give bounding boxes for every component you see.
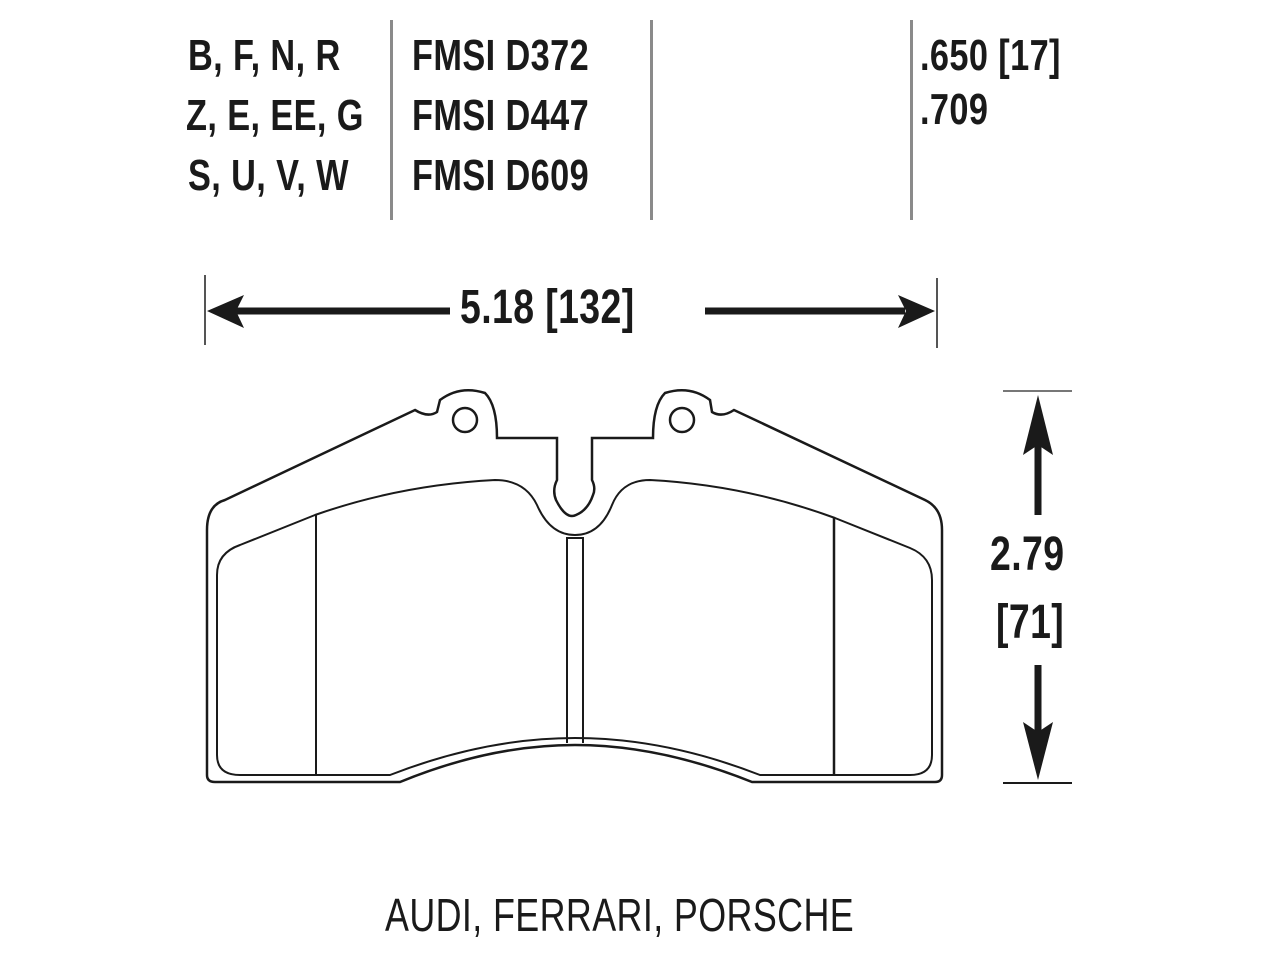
column-divider-3	[910, 20, 913, 220]
thickness-value-2: .709	[920, 85, 989, 134]
friction-material-outline	[216, 478, 933, 776]
backing-plate-outline	[205, 388, 944, 784]
arrow-right-icon	[898, 295, 935, 328]
compound-codes-row-3: S, U, V, W	[188, 151, 349, 200]
compound-codes-row-1: B, F, N, R	[188, 31, 341, 80]
fmsi-code-2: FMSI D447	[412, 91, 590, 140]
height-dimension-inches: 2.79	[990, 528, 1065, 581]
fmsi-code-1: FMSI D372	[412, 31, 590, 80]
mounting-hole-left	[451, 406, 479, 434]
arrow-up-icon	[1023, 395, 1053, 455]
arrow-down-icon	[1023, 722, 1053, 780]
vehicle-applications: AUDI, FERRARI, PORSCHE	[385, 889, 855, 941]
column-divider-1	[390, 20, 393, 220]
arrow-left-icon	[207, 295, 244, 328]
width-dimension-label: 5.18 [132]	[460, 281, 635, 334]
fmsi-code-3: FMSI D609	[412, 151, 590, 200]
compound-codes-row-2: Z, E, EE, G	[186, 91, 364, 140]
width-dimension	[204, 275, 938, 348]
column-divider-2	[650, 20, 653, 220]
height-dimension	[1003, 390, 1072, 784]
mounting-hole-right	[668, 406, 696, 434]
height-dimension-mm: [71]	[996, 596, 1065, 649]
thickness-value-1: .650 [17]	[920, 31, 1061, 80]
